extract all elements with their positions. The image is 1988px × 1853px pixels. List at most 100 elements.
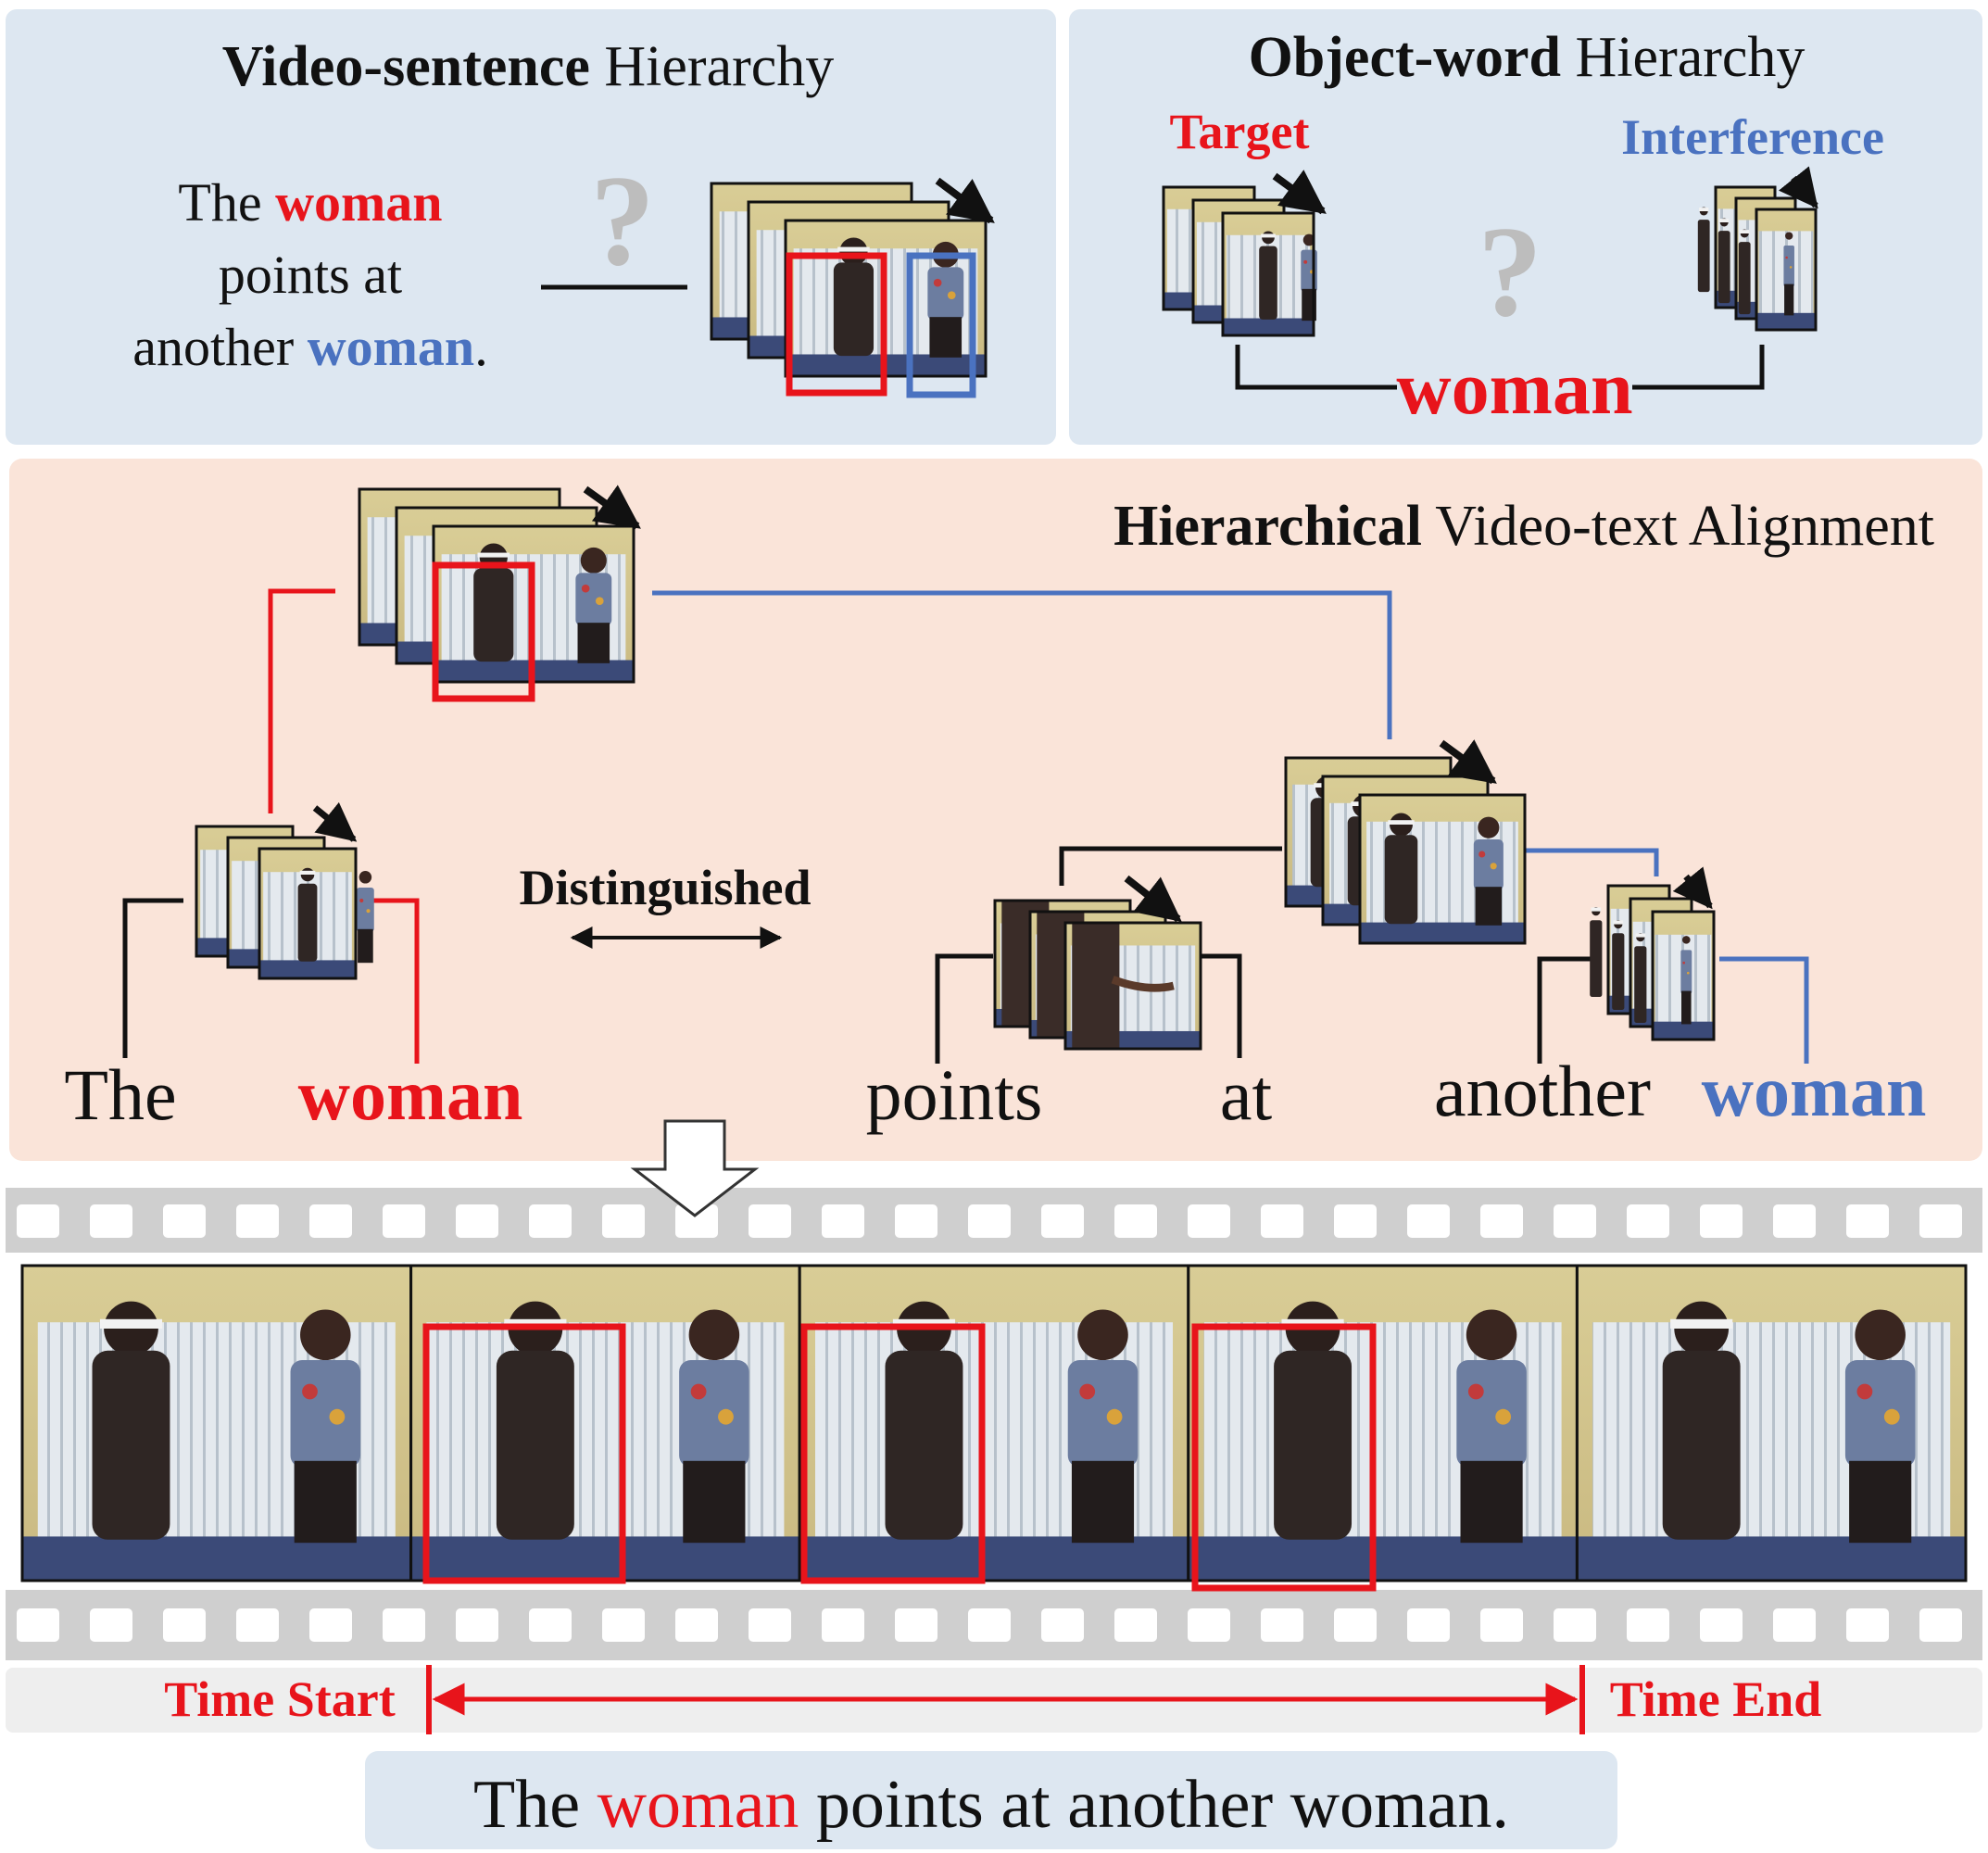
black-link-vp: [1059, 846, 1282, 886]
film-sprocket-hole: [1188, 1204, 1230, 1238]
frame-headband: [1261, 233, 1276, 238]
frame-print: [1079, 1383, 1096, 1400]
blue-link-woman2: [1719, 956, 1809, 1064]
alignment-title: Hierarchical Video-text Alignment: [1114, 495, 1934, 558]
frame-head-right: [1682, 936, 1691, 944]
black-link-at: [1184, 953, 1242, 1058]
video-frame: [1738, 208, 1818, 332]
frame-body-left: [1738, 242, 1751, 315]
frame-print: [1785, 256, 1788, 259]
interference-label: Interference: [1621, 109, 1884, 165]
frame-body-left: [1634, 946, 1647, 1024]
film-sprocket-hole: [1480, 1204, 1523, 1238]
ow-interference-frame-stack: [1697, 185, 1818, 332]
red-link-woman: [359, 898, 420, 1064]
frame-floor: [1188, 1536, 1578, 1581]
verb-phrase-frame-stack: [1284, 756, 1527, 945]
frame-figure-dark: [1072, 923, 1120, 1049]
film-sprocket-hole: [383, 1204, 425, 1238]
film-sprocket-hole: [1919, 1204, 1962, 1238]
frame-head-right: [1855, 1309, 1906, 1361]
film-sprocket-hole: [822, 1204, 864, 1238]
film-sprocket-hole: [1334, 1204, 1377, 1238]
vs-sentence-line3: another woman.: [132, 317, 487, 377]
frame-headband: [1699, 208, 1709, 211]
video-frame: [798, 1264, 1190, 1582]
frame-head-right: [1785, 232, 1793, 240]
target-label: Target: [1170, 104, 1310, 159]
frame-skirt-right: [358, 928, 373, 964]
ow-target-frame-stack: [1162, 185, 1317, 337]
frame-body-left: [1590, 920, 1603, 998]
ow-left-bracket: [1235, 345, 1397, 390]
ow-right-bracket: [1632, 345, 1765, 390]
frame-print: [581, 584, 590, 593]
film-sprocket-hole: [895, 1608, 937, 1642]
frame-print: [933, 278, 942, 287]
frame-print: [1490, 863, 1497, 870]
frame-floor: [1653, 1021, 1714, 1040]
video-frame: [1063, 921, 1202, 1051]
frame-shirt-right: [575, 573, 612, 626]
frame-print: [1467, 1383, 1484, 1400]
caption-text: The woman points at another woman.: [473, 1767, 1509, 1843]
frame-head-right: [1077, 1309, 1128, 1361]
frame-body-left: [1274, 1350, 1353, 1540]
frame-print: [1883, 1408, 1900, 1425]
frame-skirt-right: [1460, 1460, 1523, 1544]
points-at-frame-stack: [993, 899, 1202, 1051]
frame-skirt-right: [294, 1460, 357, 1544]
frame-head-right: [359, 871, 372, 884]
frame-headband: [299, 870, 316, 875]
frame-shirt-right: [927, 267, 964, 321]
vs-target-box: [786, 252, 887, 397]
frame-print: [1495, 1408, 1512, 1425]
film-sprocket-hole: [1554, 1608, 1596, 1642]
film-sprocket-hole: [1114, 1608, 1157, 1642]
ow-interference-time-arrow: [1778, 166, 1818, 209]
video-frame: [258, 847, 374, 980]
ow-target-time-arrow: [1272, 170, 1327, 215]
frame-shirt-right: [1473, 839, 1504, 890]
video-sentence-title: Video-sentence Hierarchy: [222, 35, 835, 98]
film-sprocket-hole: [1407, 1204, 1450, 1238]
another-woman-frame-stack: [1590, 884, 1716, 1041]
film-sprocket-hole: [1773, 1608, 1816, 1642]
film-sprocket-hole: [968, 1204, 1011, 1238]
frame-floor: [410, 1536, 800, 1581]
film-sprocket-hole: [309, 1608, 352, 1642]
frame-headband: [1670, 1318, 1733, 1329]
frame-print: [1682, 961, 1685, 964]
film-sprocket-hole: [1188, 1608, 1230, 1642]
frame-border: [1358, 793, 1527, 945]
video-frame: [20, 1264, 413, 1582]
film-sprocket-hole: [1627, 1608, 1669, 1642]
vs-sentence-line2: points at: [219, 245, 402, 305]
film-sprocket-hole: [309, 1204, 352, 1238]
frame-head-right: [1302, 233, 1315, 246]
film-sprocket-hole: [1041, 1204, 1084, 1238]
frame-floor: [1360, 922, 1525, 943]
distinguished-label: Distinguished: [519, 860, 811, 915]
vs-question-mark: ?: [590, 149, 655, 293]
frame-skirt-right: [683, 1460, 746, 1544]
frame-print: [1686, 971, 1690, 975]
film-sprocket-hole: [17, 1204, 59, 1238]
frame-skirt-right: [929, 317, 963, 358]
film-sprocket-hole: [675, 1608, 718, 1642]
ow-question-mark: ?: [1478, 200, 1542, 344]
frame-skirt-right: [1475, 887, 1503, 926]
the-woman-frame-stack: [195, 825, 374, 980]
frame-skirt-right: [1849, 1460, 1912, 1544]
film-sprocket-hole: [383, 1608, 425, 1642]
frame-body-left: [1717, 231, 1730, 304]
film-target-box: [1191, 1323, 1377, 1592]
film-sprocket-hole: [236, 1204, 279, 1238]
frame-body-left: [833, 262, 874, 357]
film-sprocket-hole: [749, 1204, 791, 1238]
another-woman-time-arrow: [1672, 866, 1713, 910]
object-word-title: Object-word Hierarchy: [1249, 26, 1806, 89]
film-sprocket-hole: [968, 1608, 1011, 1642]
frame-border: [1063, 921, 1202, 1051]
word-at: at: [1220, 1054, 1273, 1135]
